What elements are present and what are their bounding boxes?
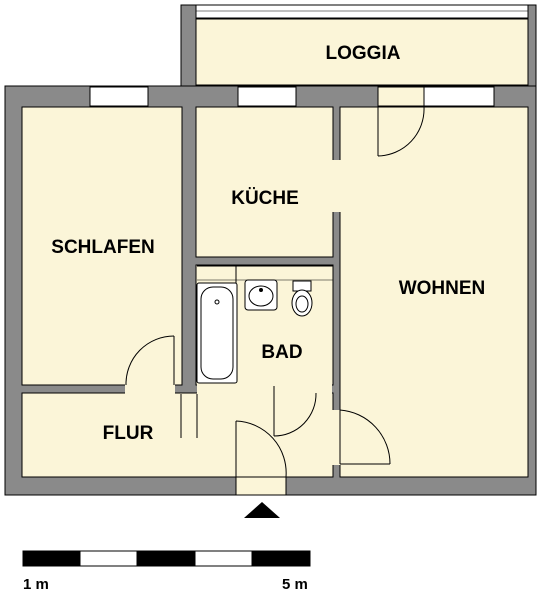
room-labels: LOGGIA KÜCHE SCHLAFEN WOHNEN BAD FLUR xyxy=(51,43,485,444)
scale-segment-2 xyxy=(79,550,138,567)
flur-floor xyxy=(21,392,334,478)
door-wohnen-loggia xyxy=(377,106,425,157)
scale-segment-4 xyxy=(194,550,253,567)
doors xyxy=(125,106,425,478)
window-schlafen xyxy=(89,86,149,107)
room-label-loggia: LOGGIA xyxy=(326,43,401,64)
schlafen-door-opening xyxy=(125,384,175,394)
toilet-icon xyxy=(291,280,313,317)
scale-label-end: 5 m xyxy=(282,576,308,593)
loggia-floor xyxy=(195,18,529,86)
window-kueche xyxy=(237,86,297,107)
room-label-flur: FLUR xyxy=(103,423,154,444)
scale-label-start: 1 m xyxy=(23,576,49,593)
door-entrance xyxy=(235,420,287,478)
windows xyxy=(89,4,529,496)
kueche-floor xyxy=(195,106,334,258)
room-label-kueche: KÜCHE xyxy=(231,188,299,209)
wohnen-floor xyxy=(339,106,529,478)
entrance-opening xyxy=(235,476,287,496)
room-label-bad: BAD xyxy=(261,342,302,363)
flur-gap xyxy=(181,394,197,438)
scale-segment-5 xyxy=(251,550,311,567)
room-label-wohnen: WOHNEN xyxy=(399,278,486,299)
entrance-arrow-icon xyxy=(244,502,280,518)
bathroom-fixtures xyxy=(196,265,333,384)
flur-wohnen-opening xyxy=(332,410,341,465)
scale-segment-3 xyxy=(136,550,196,567)
wall-edges xyxy=(22,392,198,438)
balcony-door-opening xyxy=(377,86,425,107)
scale-bar: 1 m 5 m xyxy=(22,550,311,593)
flur-bad-opening xyxy=(197,384,332,394)
door-wohnen xyxy=(339,409,391,465)
room-label-schlafen: SCHLAFEN xyxy=(51,237,154,258)
door-schlafen xyxy=(125,335,175,386)
window-loggia xyxy=(195,4,529,19)
door-bad xyxy=(273,386,317,437)
scale-segment-1 xyxy=(22,550,81,567)
schlafen-floor xyxy=(21,106,183,386)
kueche-wohnen-opening xyxy=(332,160,341,212)
